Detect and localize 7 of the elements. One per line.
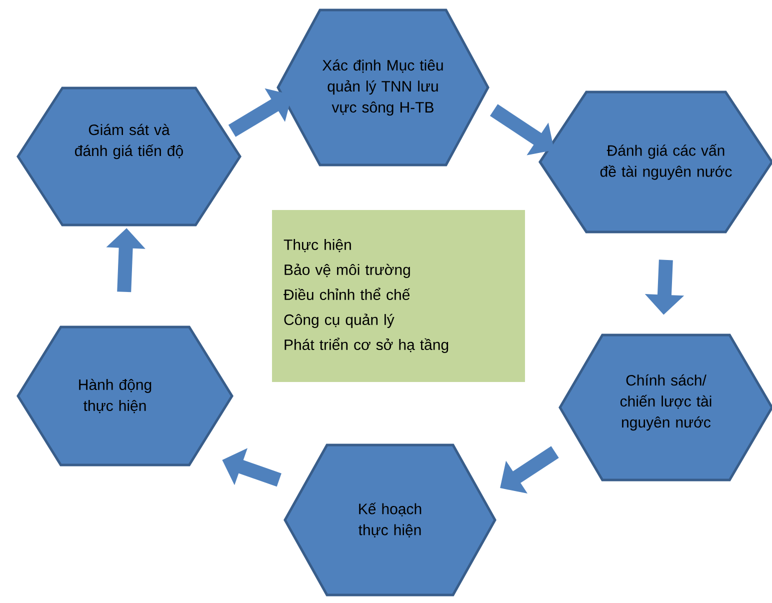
hexagon: Đánh giá các vấn đề tài nguyên nước [538, 90, 772, 234]
hexagon: Chính sách/ chiến lược tài nguyên nước [558, 334, 772, 482]
hexagon: Kế hoạch thực hiện [284, 444, 496, 596]
hexagon: Xác định Mục tiêu quản lý TNN lưu vực sông H-TB [276, 8, 490, 166]
hexagon: Hành động thực hiện [16, 326, 234, 466]
hexagon: Giám sát và đánh giá tiến độ [16, 86, 242, 226]
text-box: Thực hiện Bảo vệ môi trường Điều chỉnh thể chế Công cụ quản lý Phát triển cơ sở hạ tầng [272, 210, 525, 382]
